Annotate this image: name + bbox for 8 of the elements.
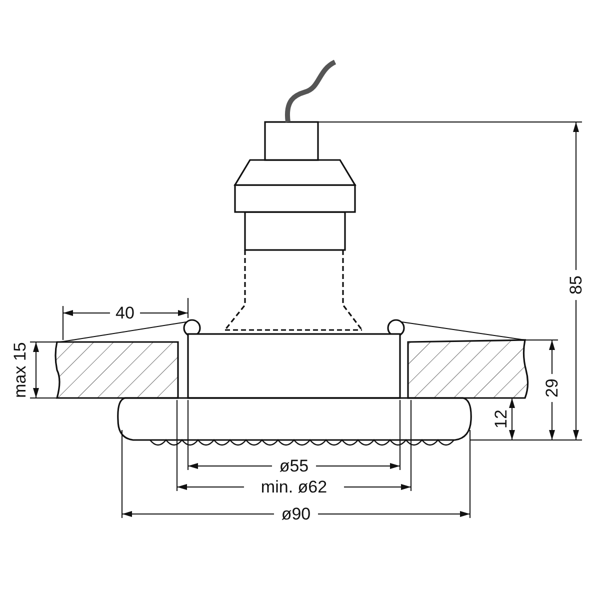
dimension-label: min. ø62 bbox=[260, 478, 328, 496]
dimension-label: 12 bbox=[492, 410, 510, 428]
dimension-label: 40 bbox=[116, 304, 134, 322]
dimension-label: 85 bbox=[566, 276, 586, 294]
dimension-label: ø90 bbox=[281, 504, 311, 524]
dimension-label: ø55 bbox=[279, 456, 309, 476]
dimension-label: 29 bbox=[542, 378, 562, 398]
dimension-label: max 15 bbox=[10, 342, 30, 398]
